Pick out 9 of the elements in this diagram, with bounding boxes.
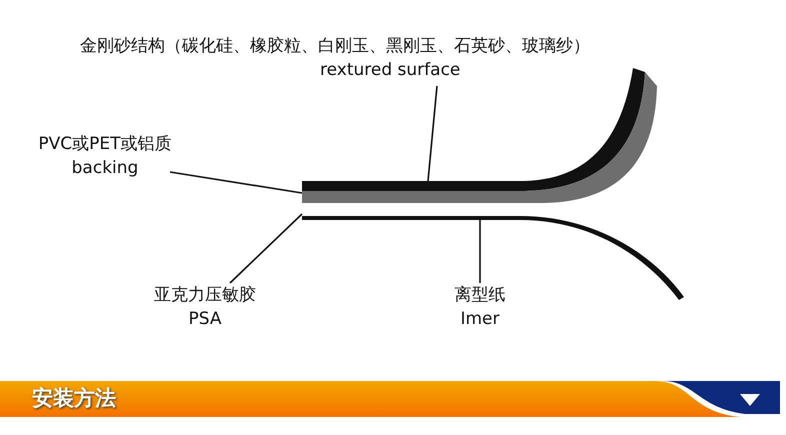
leader-line <box>229 213 303 284</box>
callout-label: PVC或PET或铝质 backing <box>20 132 190 180</box>
callout-label: 金刚砂结构（碳化硅、橡胶粒、白刚玉、黑刚玉、石英砂、玻璃纱） rextured surface <box>80 34 720 82</box>
callout-label: 离型纸 Imer <box>420 283 540 331</box>
callout-label: 亚克力压敏胶 PSA <box>130 283 280 331</box>
section-heading: 安装方法 <box>32 385 116 412</box>
leader-line <box>170 171 302 194</box>
leader-line <box>479 220 481 283</box>
leader-line <box>427 86 438 182</box>
